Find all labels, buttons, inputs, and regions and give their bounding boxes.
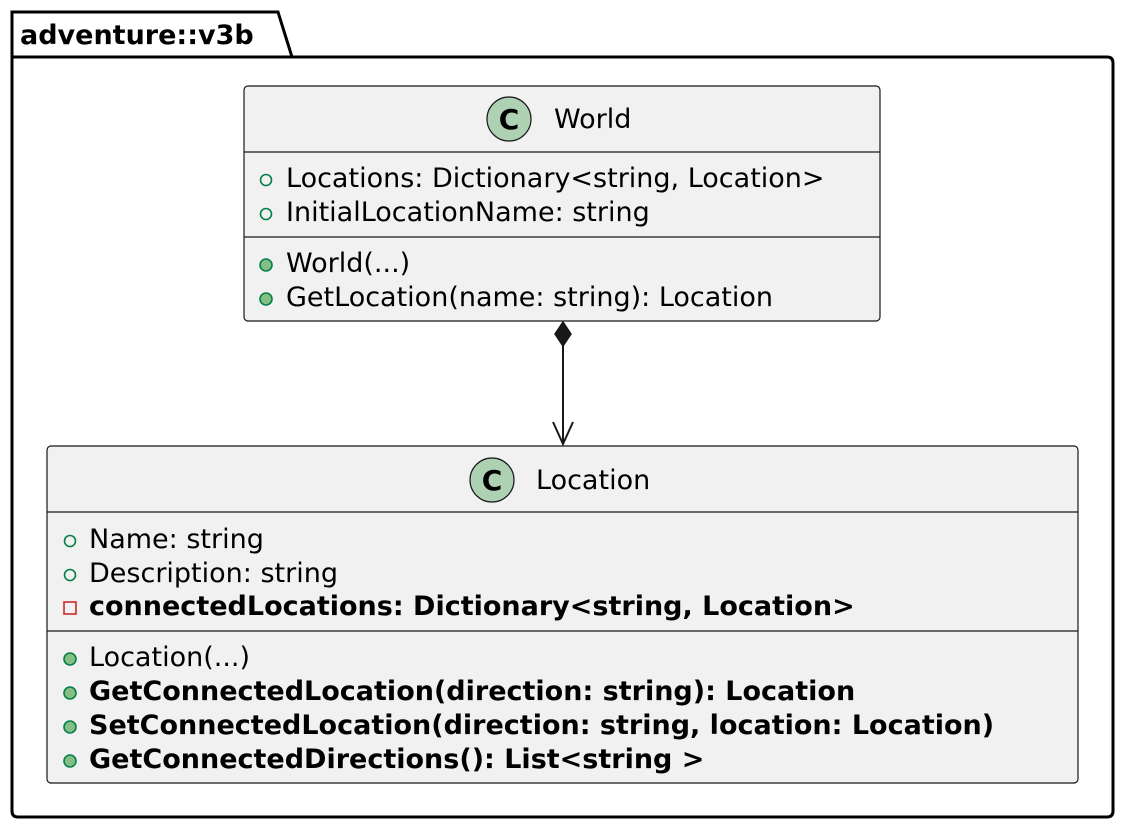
method-get-connected-directions: GetConnectedDirections(): List<string > (89, 744, 704, 775)
method-world-constructor: World(...) (286, 248, 410, 279)
public-visibility-icon (259, 207, 273, 221)
method-location-constructor: Location(...) (89, 642, 250, 673)
composition-relation (552, 320, 574, 447)
public-visibility-icon (63, 534, 77, 548)
private-visibility-icon (63, 601, 77, 615)
public-method-icon (259, 292, 273, 306)
public-visibility-icon (259, 173, 273, 187)
field-locations: Locations: Dictionary<string, Location> (286, 163, 825, 194)
svg-text:C: C (482, 464, 503, 497)
public-method-icon (63, 652, 77, 666)
public-visibility-icon (63, 568, 77, 582)
class-name: World (554, 104, 631, 135)
public-method-icon (63, 720, 77, 734)
field-description: Description: string (89, 558, 338, 589)
arrow-head (552, 421, 574, 447)
public-method-icon (63, 754, 77, 768)
class-location[interactable]: C Location Name: string Description: str… (46, 445, 1079, 784)
field-connected-locations: connectedLocations: Dictionary<string, L… (89, 591, 855, 622)
public-method-icon (259, 258, 273, 272)
package-title: adventure::v3b (20, 20, 254, 51)
method-set-connected-location: SetConnectedLocation(direction: string, … (89, 710, 994, 741)
method-get-location: GetLocation(name: string): Location (286, 282, 773, 313)
class-stereotype-icon: C (469, 457, 515, 503)
class-name: Location (536, 465, 650, 496)
public-method-icon (63, 686, 77, 700)
svg-text:C: C (499, 103, 520, 136)
class-stereotype-icon: C (486, 96, 532, 142)
composition-diamond (554, 320, 572, 348)
field-initial-location-name: InitialLocationName: string (286, 197, 650, 228)
method-get-connected-location: GetConnectedLocation(direction: string):… (89, 676, 855, 707)
class-world[interactable]: C World Locations: Dictionary<string, Lo… (243, 85, 881, 322)
field-name: Name: string (89, 524, 264, 555)
